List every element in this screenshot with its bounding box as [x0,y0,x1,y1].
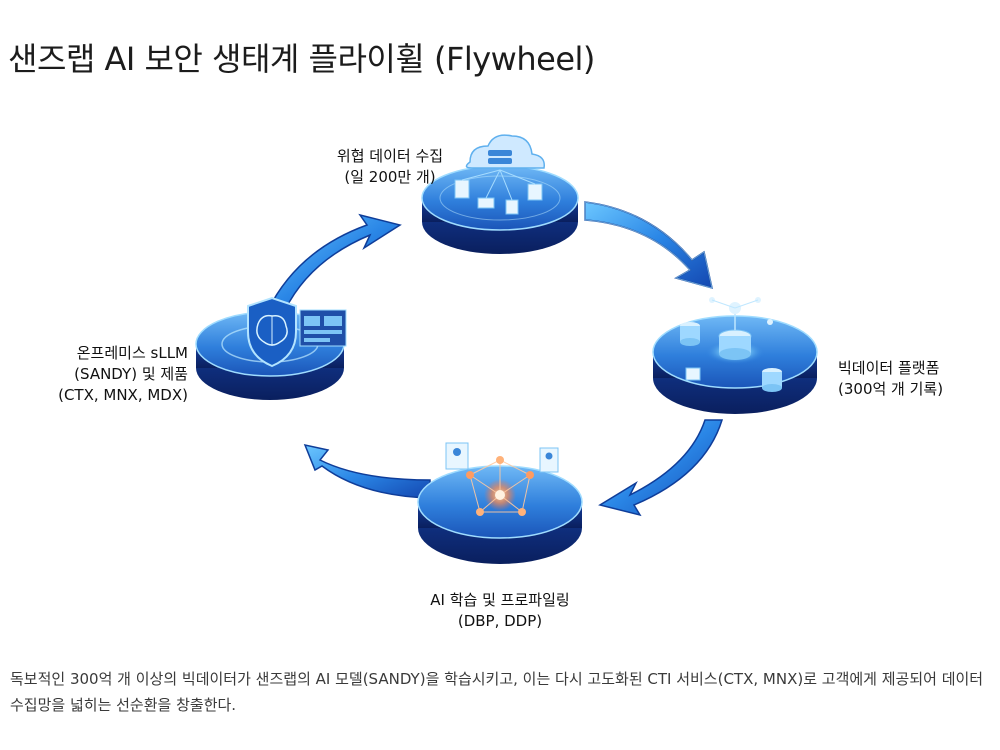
node-left-line3: (CTX, MNX, MDX) [40,385,188,406]
node-bottom-line1: AI 학습 및 프로파일링 [400,590,600,611]
node-bottom-line2: (DBP, DDP) [400,611,600,632]
arrow-top-to-right [585,202,712,288]
node-label-right: 빅데이터 플랫폼 (300억 개 기록) [838,358,988,400]
node-top-line1: 위협 데이터 수집 [300,146,480,167]
arrow-right-to-bottom [600,420,722,515]
node-label-bottom: AI 학습 및 프로파일링 (DBP, DDP) [400,590,600,632]
node-left-line1: 온프레미스 sLLM [40,343,188,364]
node-right-line1: 빅데이터 플랫폼 [838,358,988,379]
page-title: 샌즈랩 AI 보안 생태계 플라이휠 (Flywheel) [8,34,595,80]
caption: 독보적인 300억 개 이상의 빅데이터가 샌즈랩의 AI 모델(SANDY)을… [10,666,985,718]
node-label-top: 위협 데이터 수집 (일 200만 개) [300,146,480,188]
arrow-bottom-to-left [305,445,430,498]
node-right-line2: (300억 개 기록) [838,379,988,400]
node-left-line2: (SANDY) 및 제품 [40,364,188,385]
node-top-line2: (일 200만 개) [300,167,480,188]
node-label-left: 온프레미스 sLLM (SANDY) 및 제품 (CTX, MNX, MDX) [40,343,188,406]
arrow-left-to-top [268,215,400,310]
